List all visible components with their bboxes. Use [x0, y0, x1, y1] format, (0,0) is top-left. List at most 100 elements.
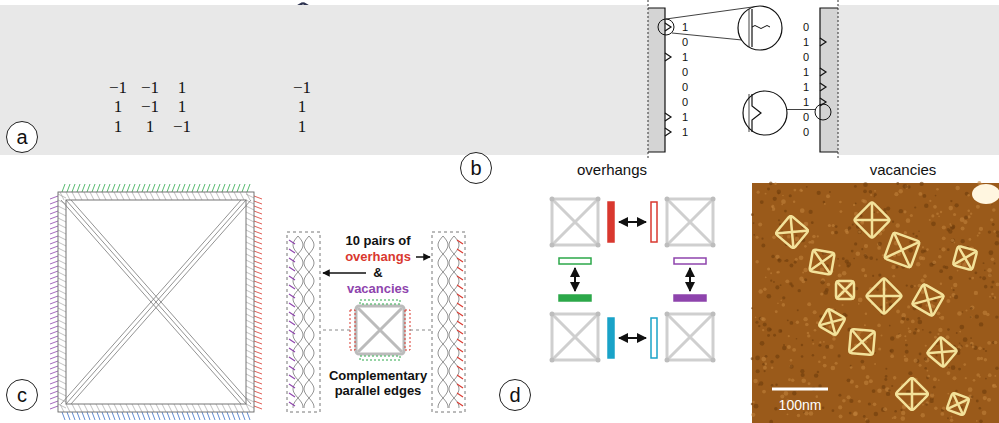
afm-noise: [970, 344, 972, 346]
tile-frame: [854, 202, 891, 239]
afm-noise: [927, 375, 930, 378]
afm-noise: [950, 200, 952, 202]
edge-bar: [559, 295, 591, 301]
afm-noise: [772, 236, 776, 240]
staple-overhang: [217, 184, 220, 192]
edge-bar: [674, 295, 706, 301]
edge-bar: [559, 258, 591, 264]
afm-noise: [770, 360, 773, 363]
overhang-strand: [457, 402, 463, 406]
afm-noise: [780, 300, 782, 302]
afm-noise: [775, 354, 779, 358]
afm-noise: [755, 356, 760, 361]
helix-crossing: [66, 404, 70, 412]
bit-digit: 0: [803, 126, 809, 139]
helix-crossing: [180, 404, 184, 412]
afm-noise: [770, 280, 772, 282]
edge-strip: [820, 8, 838, 152]
helix-crossing: [58, 266, 66, 270]
afm-noise: [807, 332, 810, 335]
afm-noise: [940, 412, 944, 416]
tile-diagonal: [836, 281, 854, 299]
tile-corner: [665, 197, 670, 202]
zoom-circle: [738, 6, 782, 50]
staple-overhang: [152, 412, 155, 420]
afm-noise: [995, 241, 999, 245]
afm-noise: [875, 352, 877, 354]
afm-noise: [782, 195, 784, 197]
afm-noise: [970, 316, 972, 318]
afm-noise: [823, 341, 825, 343]
staple-overhang: [162, 184, 165, 192]
overhang-strand: [457, 375, 463, 379]
afm-noise: [918, 192, 922, 196]
tile-diagonal: [866, 278, 903, 315]
afm-noise: [934, 406, 937, 409]
staple-overhang: [50, 401, 58, 404]
afm-tile: [836, 281, 854, 299]
vector-cell: 1: [298, 97, 307, 117]
staple-overhang: [167, 184, 170, 192]
staple-overhang: [97, 184, 100, 192]
afm-noise: [942, 236, 946, 240]
afm-noise: [896, 310, 900, 314]
staple-overhang: [62, 184, 65, 192]
staple-overhang: [254, 226, 262, 229]
staple-overhang: [254, 386, 262, 389]
afm-noise: [787, 345, 791, 349]
panel-letter-circle: b: [460, 152, 492, 184]
afm-noise: [835, 362, 838, 365]
staple-overhang: [254, 261, 262, 264]
afm-noise: [929, 399, 933, 403]
afm-noise: [791, 379, 794, 382]
helix-crossing: [198, 404, 202, 412]
afm-noise: [954, 203, 958, 207]
staple-overhang: [254, 266, 262, 269]
afm-noise: [789, 194, 792, 197]
helix-crossing: [102, 192, 106, 200]
afm-noise: [771, 255, 775, 259]
side-caption: overhangs: [577, 161, 647, 178]
helix-crossing: [246, 374, 254, 378]
afm-noise: [828, 224, 831, 227]
afm-noise: [965, 344, 968, 347]
afm-noise: [823, 356, 826, 359]
afm-noise: [839, 201, 842, 204]
afm-noise: [908, 330, 911, 333]
tile-corner: [596, 197, 601, 202]
afm-noise: [962, 311, 964, 313]
afm-noise: [812, 343, 814, 345]
afm-noise: [851, 293, 853, 295]
helix-crossing: [58, 284, 66, 288]
afm-noise: [927, 370, 929, 372]
afm-noise: [984, 270, 986, 272]
helix-crossing: [58, 344, 66, 348]
afm-noise: [771, 384, 774, 387]
helix-crossing: [228, 404, 232, 412]
afm-noise: [760, 317, 764, 321]
afm-noise: [922, 404, 924, 406]
afm-noise: [775, 255, 779, 259]
guide-line: [320, 330, 350, 331]
afm-noise: [961, 239, 965, 243]
tile-diagonal: [775, 215, 809, 249]
afm-noise: [771, 366, 774, 369]
helix-crossing: [58, 194, 66, 198]
afm-noise: [828, 325, 831, 328]
afm-noise: [806, 186, 808, 188]
staple-overhang: [207, 184, 210, 192]
binding-arrow: [619, 221, 646, 223]
panel-letter: b: [470, 158, 481, 178]
afm-noise: [873, 211, 875, 213]
afm-noise: [976, 400, 979, 403]
afm-noise: [850, 366, 853, 369]
afm-noise: [984, 285, 988, 289]
staple-overhang: [132, 184, 135, 192]
afm-noise: [855, 203, 857, 205]
staple-overhang: [50, 376, 58, 379]
afm-noise: [915, 235, 917, 237]
origami-diagonal: [66, 200, 246, 404]
tile-frame: [884, 232, 920, 268]
afm-noise: [991, 280, 994, 283]
overhang-strand: [457, 240, 463, 244]
